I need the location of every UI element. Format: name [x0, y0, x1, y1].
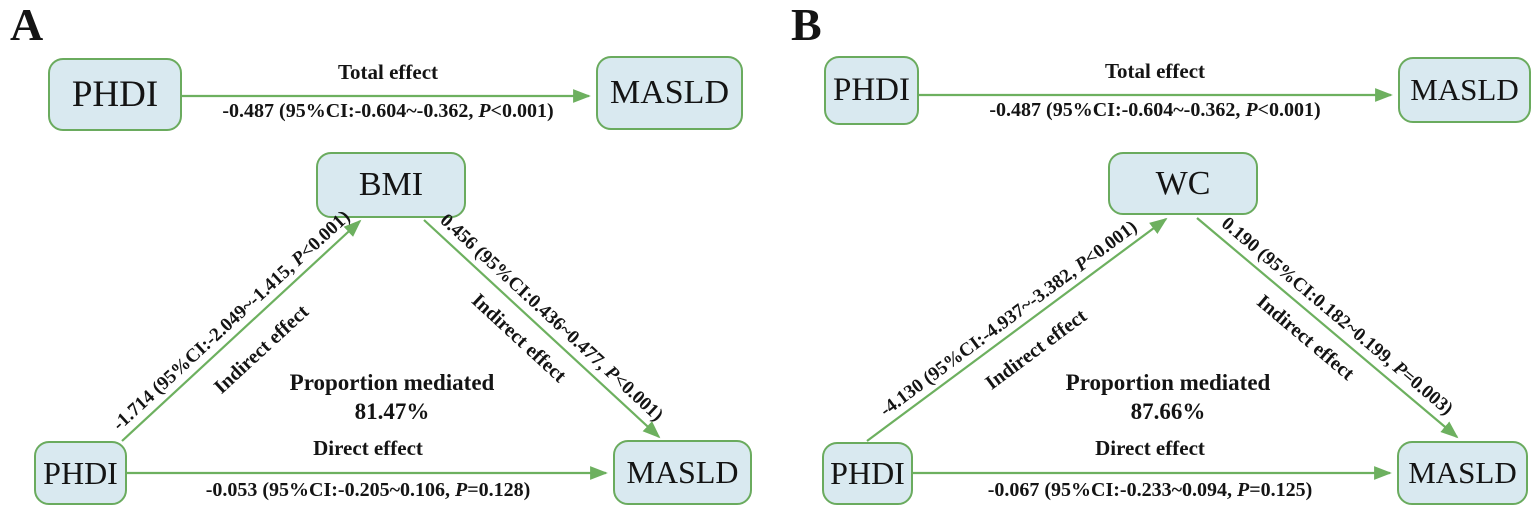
outcome-box-total-b: MASLD [1398, 57, 1531, 123]
exposure-box-direct-b: PHDI [822, 442, 913, 505]
proportion-mediated-value-b: 87.66% [1130, 399, 1206, 424]
total-effect-stats-a: -0.487 (95%CI:-0.604~-0.362, P<0.001) [222, 100, 554, 122]
outcome-box-direct-b: MASLD [1397, 441, 1528, 505]
direct-effect-label-a: Direct effect [313, 436, 423, 460]
indirect-right-arrow-b [1196, 217, 1459, 439]
proportion-mediated-title-a: Proportion mediated [289, 370, 495, 395]
indirect-right-arrow-a [423, 219, 661, 439]
mediator-box-b: WC [1108, 152, 1258, 215]
panel-label-b: B [791, 0, 822, 50]
panel-label-a: A [10, 0, 44, 50]
proportion-mediated-value-a: 81.47% [354, 399, 430, 424]
total-effect-label-a: Total effect [337, 60, 439, 84]
direct-effect-label-b: Direct effect [1095, 436, 1205, 460]
direct-effect-stats-b: -0.067 (95%CI:-0.233~0.094, P=0.125) [987, 479, 1313, 501]
outcome-box-direct-a: MASLD [613, 440, 752, 505]
exposure-box-total-a: PHDI [48, 58, 182, 131]
total-effect-label-b: Total effect [1104, 59, 1206, 83]
indirect-left-arrow-a [121, 219, 362, 442]
mediator-box-a: BMI [316, 152, 466, 218]
outcome-box-total-a: MASLD [596, 56, 743, 130]
proportion-mediated-title-b: Proportion mediated [1065, 370, 1271, 395]
indirect-left-arrow-b [866, 217, 1168, 442]
exposure-box-total-b: PHDI [824, 56, 919, 125]
total-effect-stats-b: -0.487 (95%CI:-0.604~-0.362, P<0.001) [989, 99, 1321, 121]
direct-effect-stats-a: -0.053 (95%CI:-0.205~0.106, P=0.128) [205, 479, 531, 501]
exposure-box-direct-a: PHDI [34, 441, 127, 505]
